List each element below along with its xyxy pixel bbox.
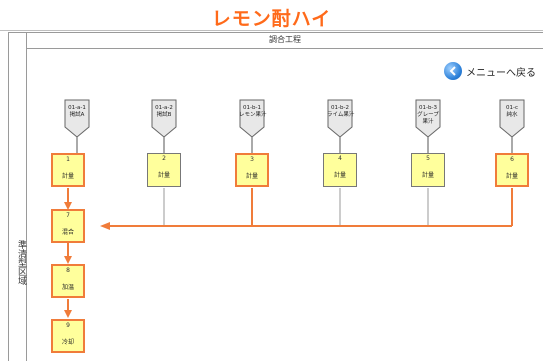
frame-left-inner (26, 32, 27, 361)
material-01-a-1: 01-a-1 掲試A (64, 99, 90, 139)
material-01-b-1: 01-b-1 レモン果汁 (239, 99, 267, 139)
area-label: 準清型区域 (16, 240, 26, 285)
process-title: 調合工程 (269, 35, 301, 44)
back-arrow-icon (444, 62, 462, 80)
page-title: レモン酎ハイ (211, 8, 332, 30)
back-to-menu-button[interactable]: メニューへ戻る (444, 62, 536, 80)
frame-left-outer (8, 32, 9, 361)
material-01-b-3: 01-b-3 グレープ 果汁 (415, 99, 441, 139)
material-01-b-2: 01-b-2 ライム果汁 (327, 99, 354, 139)
frame-top (8, 32, 543, 33)
title-bar: レモン酎ハイ (0, 0, 543, 31)
back-to-menu-label: メニューへ戻る (466, 67, 536, 79)
material-01-c: 01-c 純水 (499, 99, 525, 139)
frame-header-bottom (26, 48, 543, 49)
material-01-a-2: 01-a-2 掲試B (151, 99, 177, 139)
